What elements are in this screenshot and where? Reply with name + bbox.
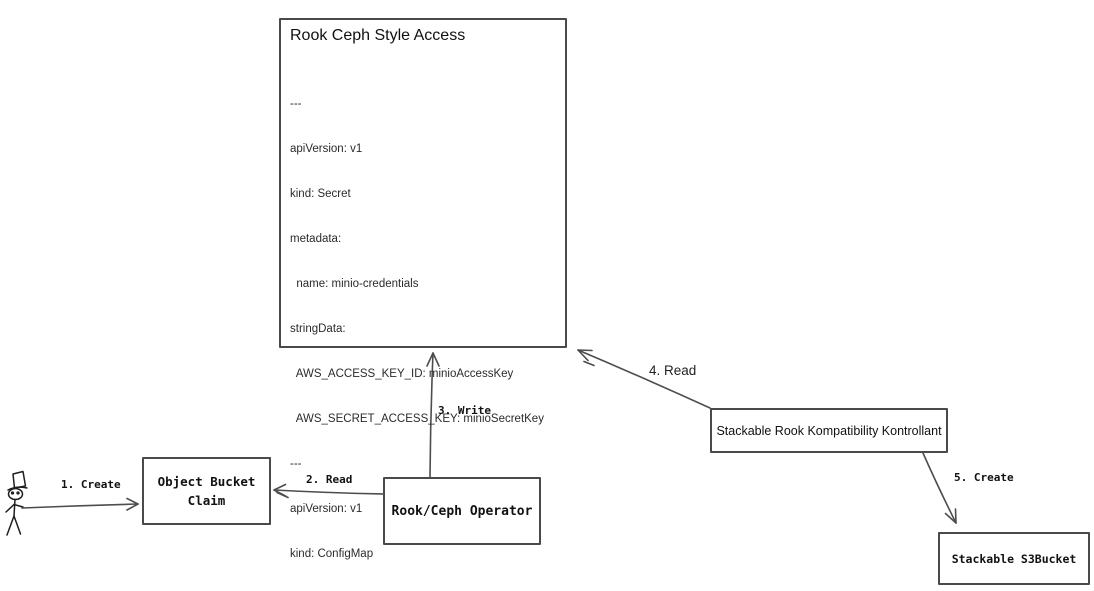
node-rook-ceph-style-access: Rook Ceph Style Access --- apiVersion: v… (279, 18, 567, 560)
arrow-1-create (21, 497, 139, 511)
edge-label-4-read: 4. Read (649, 363, 697, 378)
node-label: Object Bucket Claim (157, 474, 256, 508)
edge-label-2-read: 2. Read (306, 473, 353, 486)
arrow-4-read (577, 349, 711, 409)
yaml-line: --- (290, 98, 302, 110)
yaml-line: AWS_ACCESS_KEY_ID: minioAccessKey (290, 368, 514, 380)
node-label: Rook/Ceph Operator (391, 503, 533, 519)
yaml-line: apiVersion: v1 (290, 503, 363, 515)
arrow-5-create (922, 452, 957, 524)
yaml-line: name: minio-credentials (290, 278, 419, 290)
node-stackable-s3bucket: Stackable S3Bucket (938, 532, 1090, 585)
node-object-bucket-claim: Object Bucket Claim (142, 457, 271, 525)
node-rook-ceph-operator: Rook/Ceph Operator (383, 477, 541, 545)
edge-label-3-write: 3. Write (438, 404, 491, 417)
node-label: Stackable S3Bucket (951, 551, 1077, 566)
yaml-line: stringData: (290, 323, 346, 335)
yaml-line: AWS_SECRET_ACCESS_KEY: minioSecretKey (290, 413, 544, 425)
edge-label-1-create: 1. Create (61, 478, 121, 491)
node-stackable-rook-kompatibility-kontrollant: Stackable Rook Kompatibility Kontrollant (710, 408, 948, 453)
yaml-line: --- (290, 458, 302, 470)
edge-label-5-create: 5. Create (954, 471, 1014, 484)
node-label: Stackable Rook Kompatibility Kontrollant (716, 423, 942, 438)
yaml-line: metadata: (290, 233, 342, 245)
node-title: Rook Ceph Style Access (290, 27, 466, 44)
yaml-line: apiVersion: v1 (290, 143, 363, 155)
yaml-line: kind: ConfigMap (290, 548, 374, 560)
actor-stick-figure-icon (5, 470, 28, 536)
yaml-manifest: --- apiVersion: v1 kind: Secret metadata… (290, 67, 544, 591)
yaml-line: kind: Secret (290, 188, 351, 200)
